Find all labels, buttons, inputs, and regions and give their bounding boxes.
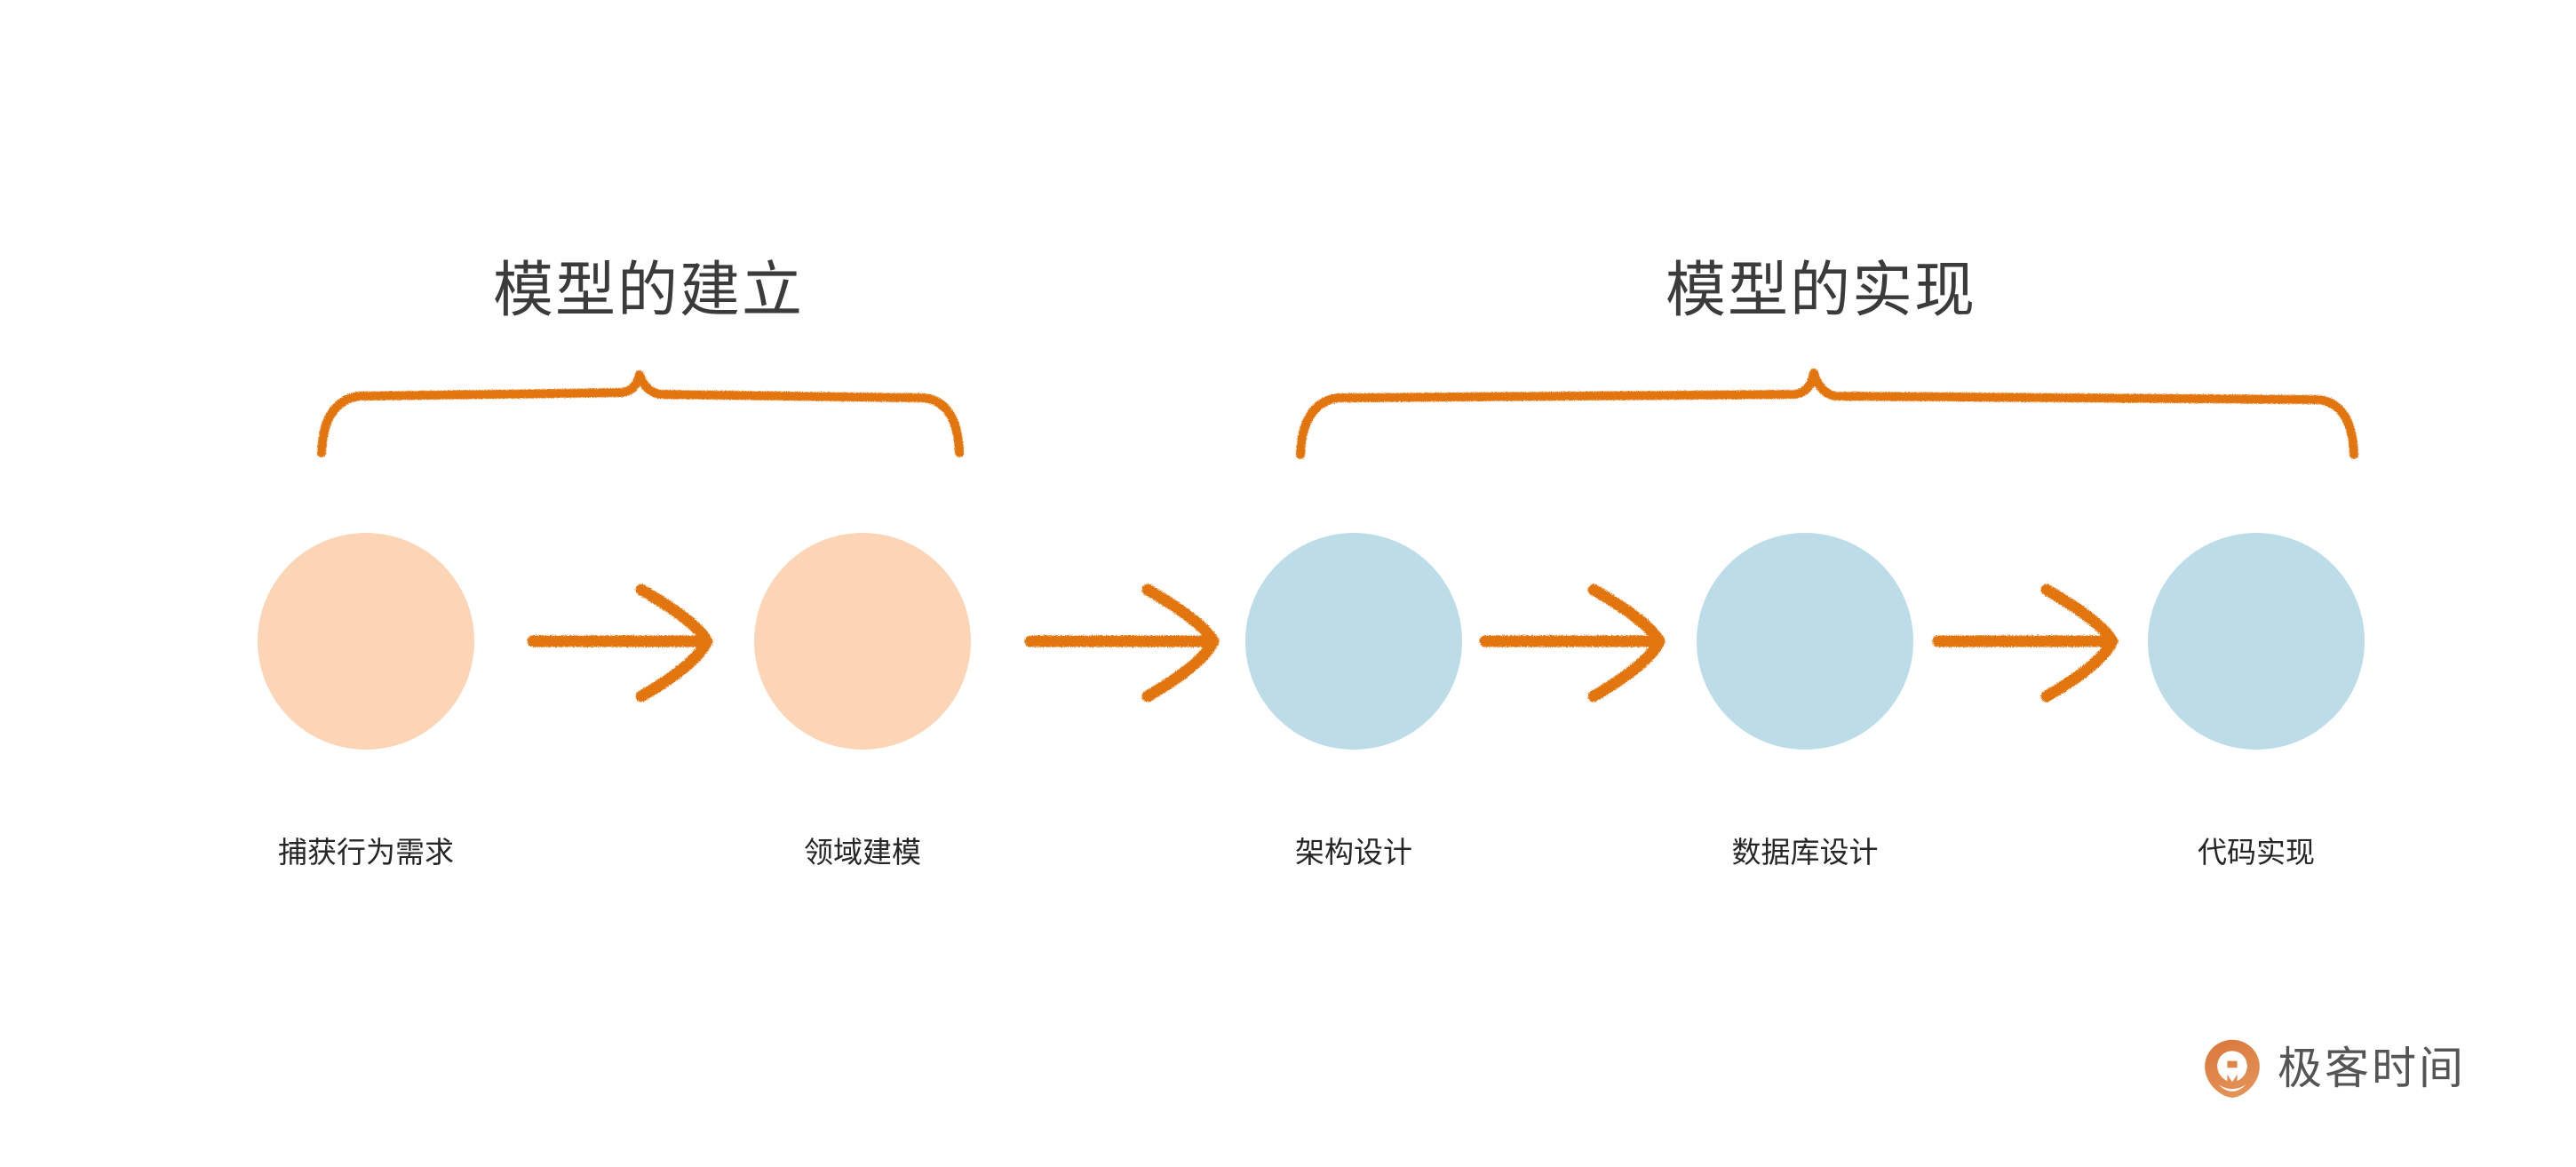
node-label-domain-modeling: 领域建模 <box>804 836 921 869</box>
group-braces <box>317 369 2358 459</box>
arrow-2-icon <box>1024 584 1220 703</box>
node-label-capture-behavior-requirements: 捕获行为需求 <box>278 836 454 869</box>
brand-logo-text: 极客时间 <box>2278 1044 2466 1093</box>
arrow-4-icon <box>1932 584 2119 703</box>
node-circle-code-implementation[interactable] <box>2148 533 2365 750</box>
group-heading-model-building: 模型的建立 <box>493 257 805 324</box>
node-circle-database-design[interactable] <box>1697 533 1913 750</box>
node-label-architecture-design: 架构设计 <box>1295 836 1412 869</box>
node-circle-architecture-design[interactable] <box>1245 533 1462 750</box>
brand-logo: 极客时间 <box>2201 1037 2466 1100</box>
node-circle-capture-behavior-requirements[interactable] <box>258 533 474 750</box>
brace-model-realization-icon <box>1296 369 2358 459</box>
brace-model-building-icon <box>317 370 964 457</box>
process-circles <box>258 533 2365 750</box>
geektime-logo-icon <box>2205 1039 2260 1098</box>
arrow-1-icon <box>527 584 713 703</box>
flow-arrows <box>527 584 2119 703</box>
arrow-3-icon <box>1479 584 1666 703</box>
node-label-database-design: 数据库设计 <box>1731 836 1879 869</box>
node-label-code-implementation: 代码实现 <box>2198 836 2315 869</box>
group-heading-model-realization: 模型的实现 <box>1666 257 1977 324</box>
node-circle-domain-modeling[interactable] <box>754 533 971 750</box>
